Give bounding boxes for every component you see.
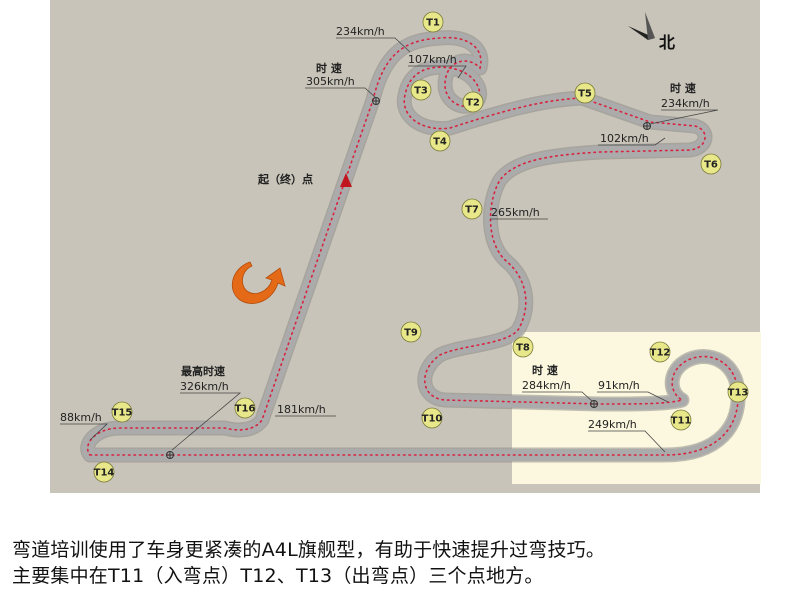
turn-badge-label: T3 (414, 86, 428, 97)
turn-badge-t2: T2 (462, 91, 484, 113)
top-speed-label: 最高时速 (181, 364, 225, 378)
turn-badge-circle (111, 401, 133, 423)
turn-badge-circle (410, 79, 432, 101)
speed-88: 88km/h (60, 411, 102, 424)
turn-badge-circle (727, 381, 749, 403)
turn-badge-label: T8 (516, 343, 530, 354)
turn-badge-label: T16 (235, 404, 256, 415)
callout-lines (60, 37, 719, 453)
turn-badge-circle (422, 11, 444, 33)
turn-badge-circle (512, 336, 534, 358)
caption-line-1: 弯道培训使用了车身更紧凑的A4L旗舰型，有助于快速提升过弯技巧。 (12, 539, 606, 561)
speed-249: 249km/h (588, 418, 637, 431)
turn-badge-circle (429, 130, 451, 152)
turn-badge-label: T12 (650, 348, 671, 359)
turn-badge-t6: T6 (700, 153, 722, 175)
turn-badge-t4: T4 (429, 130, 451, 152)
turn-badge-t8: T8 (512, 336, 534, 358)
turn-badge-circle (670, 409, 692, 431)
speed-102: 102km/h (600, 132, 649, 145)
turn-badge-circle (400, 321, 422, 343)
speed-91: 91km/h (598, 379, 640, 392)
speed-trap-label-1: 时 速 (316, 61, 342, 75)
direction-arrow-icon (231, 261, 286, 304)
speed-trap-label-2: 时 速 (670, 81, 696, 95)
turn-badge-label: T9 (404, 328, 418, 339)
turn-badge-circle (421, 407, 443, 429)
speed-181: 181km/h (277, 403, 326, 416)
caption-line-2: 主要集中在T11（入弯点）T12、T13（出弯点）三个点地方。 (12, 565, 544, 587)
turn-badge-label: T7 (465, 205, 479, 216)
turn-badge-t3: T3 (410, 79, 432, 101)
speed-t1: 234km/h (336, 25, 385, 38)
start-finish-label: 起（终）点 (257, 172, 313, 186)
speed-284: 284km/h (522, 379, 571, 392)
racing-line (86, 36, 739, 456)
speed-trap-label-3: 时 速 (532, 363, 558, 377)
turn-badge-label: T6 (704, 160, 718, 171)
turn-badge-t14: T14 (93, 461, 115, 483)
turn-badge-t7: T7 (461, 198, 483, 220)
turn-badge-label: T11 (671, 416, 692, 427)
turn-badge-label: T1 (426, 18, 440, 29)
start-finish-marker (340, 173, 352, 187)
turn-badge-label: T13 (728, 388, 749, 399)
speed-326: 326km/h (180, 380, 229, 393)
speed-265: 265km/h (491, 206, 540, 219)
turn-badge-t1: T1 (422, 11, 444, 33)
speed-trap-marker (166, 97, 651, 459)
speed-234b: 234km/h (661, 97, 710, 110)
turn-badge-circle (462, 91, 484, 113)
north-compass-icon (628, 12, 655, 40)
turn-badge-circle (93, 461, 115, 483)
turn-badge-t5: T5 (574, 82, 596, 104)
turn-badge-label: T2 (466, 98, 480, 109)
turn-badge-label: T10 (422, 414, 443, 425)
turn-badge-circle (700, 153, 722, 175)
turn-badge-circle (234, 397, 256, 419)
turn-badge-t12: T12 (649, 341, 671, 363)
turn-badge-label: T4 (433, 137, 447, 148)
turn-badge-label: T15 (112, 408, 133, 419)
caption: 弯道培训使用了车身更紧凑的A4L旗舰型，有助于快速提升过弯技巧。 主要集中在T1… (12, 537, 792, 589)
turn-badge-t10: T10 (421, 407, 443, 429)
turn-badge-t13: T13 (727, 381, 749, 403)
speed-107: 107km/h (408, 53, 457, 66)
turn-badge-circle (649, 341, 671, 363)
turn-badge-t11: T11 (670, 409, 692, 431)
turn-badge-circle (461, 198, 483, 220)
speed-305: 305km/h (306, 75, 355, 88)
turn-badge-t9: T9 (400, 321, 422, 343)
turn-badge-t16: T16 (234, 397, 256, 419)
north-label: 北 (659, 33, 675, 52)
turn-badge-circle (574, 82, 596, 104)
turn-badge-t15: T15 (111, 401, 133, 423)
turn-badge-label: T14 (94, 468, 115, 479)
turn-badge-label: T5 (578, 89, 592, 100)
